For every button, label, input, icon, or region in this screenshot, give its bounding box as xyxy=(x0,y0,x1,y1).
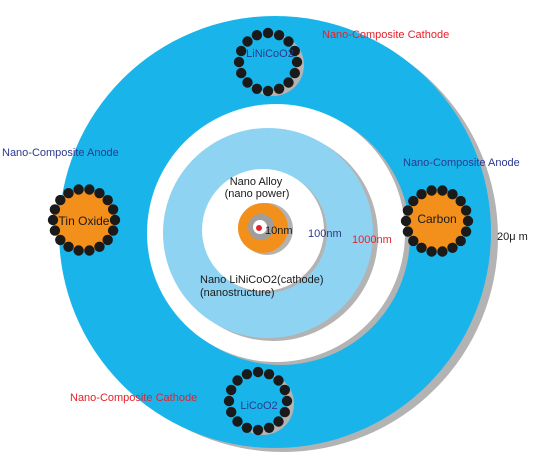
bead xyxy=(84,245,95,256)
carbon-particle-body xyxy=(406,190,468,252)
bead xyxy=(242,36,253,47)
label-nano-composite-anode-right: Nano-Composite Anode xyxy=(403,157,520,169)
bead xyxy=(107,225,119,236)
bead xyxy=(241,369,253,380)
bead xyxy=(47,214,59,226)
bead xyxy=(462,215,474,227)
bead xyxy=(262,27,274,39)
bead xyxy=(408,235,419,247)
bead xyxy=(402,205,414,216)
bead xyxy=(279,384,290,396)
bead xyxy=(273,30,285,41)
bead xyxy=(63,241,74,252)
bead xyxy=(252,424,264,436)
bead xyxy=(232,416,243,427)
bead xyxy=(102,194,113,206)
bead xyxy=(455,235,466,247)
bead xyxy=(437,185,448,196)
particle-label-linicoo2: LiNiCoO2 xyxy=(246,48,294,60)
bead xyxy=(233,56,245,68)
licoo2-particle-body xyxy=(229,372,287,430)
bead xyxy=(107,204,119,215)
bead xyxy=(242,77,253,88)
bead xyxy=(416,242,427,253)
bead xyxy=(232,375,243,386)
bead xyxy=(289,45,300,57)
tin-oxide-particle xyxy=(47,184,121,256)
bead xyxy=(426,246,437,257)
bead xyxy=(223,395,235,407)
bead xyxy=(408,195,419,207)
bead xyxy=(226,384,237,396)
bead xyxy=(273,416,284,427)
bead xyxy=(63,188,74,199)
bead xyxy=(416,189,427,200)
particles-group xyxy=(47,27,474,436)
label-nano-composite-anode-left: Nano-Composite Anode xyxy=(2,147,119,159)
scale-label-20um: 20μ m xyxy=(497,231,528,243)
tin-oxide-particle-body xyxy=(53,189,115,251)
bead xyxy=(55,194,66,206)
scale-label-100nm: 100nm xyxy=(308,228,342,240)
label-nano-power: (nano power) xyxy=(225,188,290,200)
particle-label-tin-oxide: Tin Oxide xyxy=(59,214,110,228)
bead xyxy=(283,36,294,47)
bead xyxy=(73,245,84,256)
bead xyxy=(455,195,466,207)
bead xyxy=(236,67,247,79)
bead xyxy=(400,215,412,227)
bead xyxy=(94,188,105,199)
linicoo2-particle-body xyxy=(239,33,297,91)
bead xyxy=(251,30,263,41)
bead xyxy=(291,56,303,68)
bead xyxy=(252,366,264,378)
bead xyxy=(109,214,121,226)
bead xyxy=(263,369,275,380)
bead xyxy=(55,234,66,246)
bead xyxy=(241,422,253,433)
carbon-particle xyxy=(400,185,474,257)
bead xyxy=(447,242,458,253)
bead xyxy=(49,225,61,236)
linicoo2-particle xyxy=(233,27,304,97)
bead xyxy=(273,375,284,386)
label-nano-composite-cathode-bottom: Nano-Composite Cathode xyxy=(70,392,197,404)
label-nanostructure: (nanostructure) xyxy=(200,287,275,299)
bead xyxy=(460,205,472,216)
label-nano-alloy: Nano Alloy xyxy=(230,176,283,188)
bead xyxy=(402,226,414,237)
bead xyxy=(102,234,113,246)
bead xyxy=(49,204,61,215)
bead xyxy=(283,77,294,88)
bead xyxy=(437,246,448,257)
bead xyxy=(289,67,300,79)
bead xyxy=(426,185,437,196)
bead xyxy=(236,45,247,57)
scale-label-1000nm: 1000nm xyxy=(352,234,392,246)
scale-label-10nm: 10nm xyxy=(265,225,293,237)
label-nano-composite-cathode-top: Nano-Composite Cathode xyxy=(322,29,449,41)
particle-label-licoo2: LiCoO2 xyxy=(240,400,277,412)
bead xyxy=(447,189,458,200)
bead xyxy=(273,83,285,95)
particle-label-carbon: Carbon xyxy=(417,212,456,226)
label-nano-linicoo2-cathode: Nano LiNiCoO2(cathode) xyxy=(200,274,324,286)
licoo2-particle xyxy=(223,366,294,436)
bead xyxy=(84,184,95,195)
bead xyxy=(460,226,472,237)
bead xyxy=(279,406,290,418)
bead xyxy=(73,184,84,195)
bead xyxy=(226,406,237,418)
bead xyxy=(251,83,263,95)
bead xyxy=(281,395,293,407)
bead xyxy=(263,422,275,433)
core-red-dot xyxy=(256,225,262,231)
bead xyxy=(94,241,105,252)
bead xyxy=(262,85,274,97)
